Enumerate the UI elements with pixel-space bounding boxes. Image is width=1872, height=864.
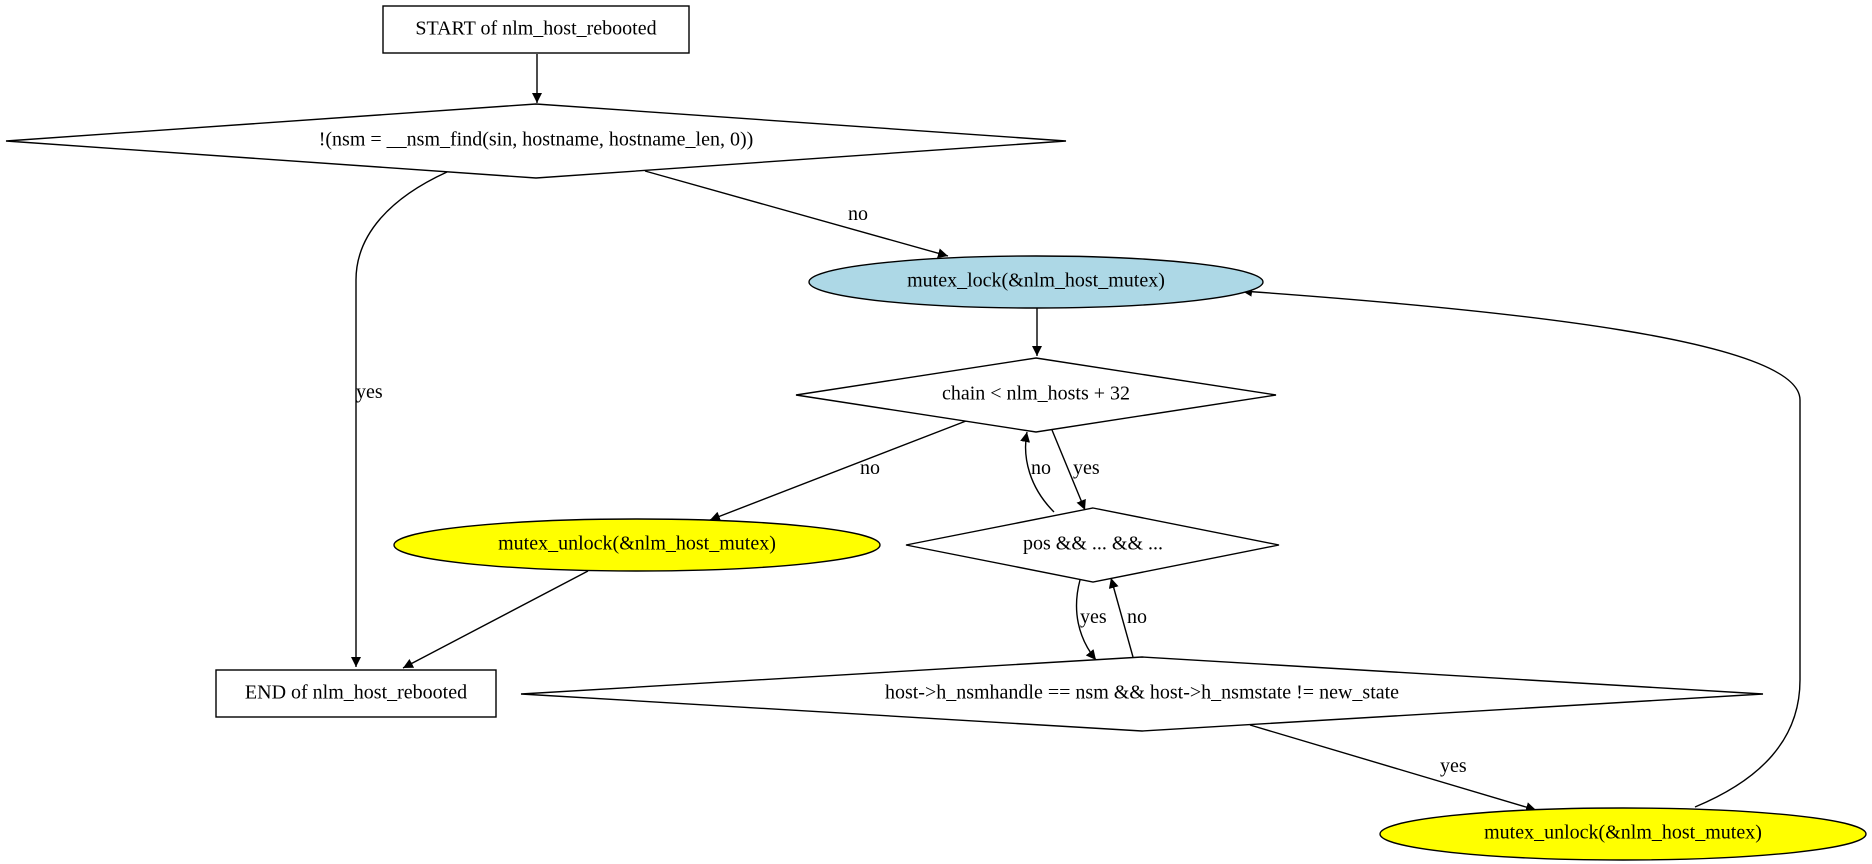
mutex-unlock-left-node: mutex_unlock(&nlm_host_mutex) [393,518,881,572]
condition-nsm-find: !(nsm = __nsm_find(sin, hostname, hostna… [5,103,1067,179]
mutex-unlock-right-node: mutex_unlock(&nlm_host_mutex) [1379,807,1867,861]
edge-label-host-no: no [1127,606,1147,628]
edge-label-host-yes: yes [1440,755,1467,777]
svg-text:END of nlm_host_rebooted: END of nlm_host_rebooted [245,682,467,704]
condition-pos: pos && ... && ... [905,507,1280,583]
edge-chain-yes [1051,429,1086,511]
edge-label-find-yes: yes [356,381,383,403]
edge-unlock-left-to-end [402,570,589,669]
svg-text:chain < nlm_hosts + 32: chain < nlm_hosts + 32 [942,383,1130,405]
edge-host-yes [1249,724,1537,812]
svg-text:!(nsm = __nsm_find(sin, hostna: !(nsm = __nsm_find(sin, hostname, hostna… [319,129,754,151]
edge-label-pos-no: no [1031,457,1051,479]
svg-text:mutex_unlock(&nlm_host_mutex): mutex_unlock(&nlm_host_mutex) [1484,822,1762,844]
svg-text:host->h_nsmhandle == nsm && ho: host->h_nsmhandle == nsm && host->h_nsms… [885,682,1399,704]
edges: yes no no yes no yes no yes [351,54,1801,812]
edge-label-chain-yes: yes [1073,457,1100,479]
svg-text:pos && ... && ...: pos && ... && ... [1023,533,1163,555]
svg-text:START of nlm_host_rebooted: START of nlm_host_rebooted [415,18,656,40]
condition-host: host->h_nsmhandle == nsm && host->h_nsms… [520,656,1764,732]
edge-find-yes [351,171,448,667]
edge-label-find-no: no [848,203,868,225]
end-node: END of nlm_host_rebooted [215,669,497,718]
edge-chain-no [709,420,967,522]
edge-label-pos-yes: yes [1080,606,1107,628]
edge-host-no [1108,577,1134,658]
nodes: START of nlm_host_rebooted !(nsm = __nsm… [5,5,1867,861]
edge-pos-no [1020,431,1055,513]
start-node: START of nlm_host_rebooted [382,5,690,54]
edge-find-no [644,170,949,259]
svg-text:mutex_unlock(&nlm_host_mutex): mutex_unlock(&nlm_host_mutex) [498,533,776,555]
mutex-lock-node: mutex_lock(&nlm_host_mutex) [808,255,1264,309]
edge-pos-yes [1075,579,1097,661]
edge-label-chain-no: no [860,457,880,479]
condition-chain: chain < nlm_hosts + 32 [795,357,1277,433]
svg-text:mutex_lock(&nlm_host_mutex): mutex_lock(&nlm_host_mutex) [907,270,1165,292]
edge-unlock-right-to-lock [1241,286,1801,808]
